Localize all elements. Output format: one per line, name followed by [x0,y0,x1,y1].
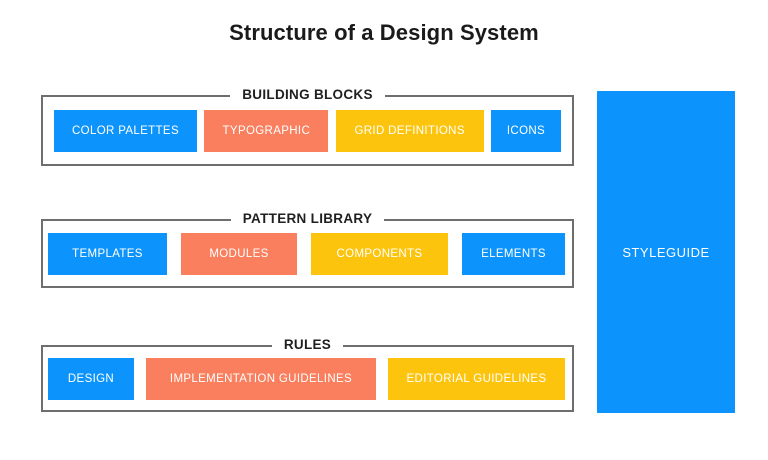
chip-row-pattern-library: TEMPLATES MODULES COMPONENTS ELEMENTS [43,221,572,286]
chip-icons[interactable]: ICONS [490,109,561,152]
page-title: Structure of a Design System [229,20,539,45]
chip-elements[interactable]: ELEMENTS [462,232,565,275]
chip-modules[interactable]: MODULES [181,232,297,275]
chip-typographic[interactable]: TYPOGRAPHIC [204,109,329,152]
chip-editorial-guidelines[interactable]: EDITORIAL GUIDELINES [388,357,565,400]
panel-styleguide[interactable]: STYLEGUIDE [597,91,735,413]
chip-color-palettes[interactable]: COLOR PALETTES [54,109,197,152]
chip-grid-definitions[interactable]: GRID DEFINITIONS [335,109,484,152]
group-pattern-library: PATTERN LIBRARY TEMPLATES MODULES COMPON… [41,211,574,288]
group-rules: RULES DESIGN IMPLEMENTATION GUIDELINES E… [41,337,574,412]
group-building-blocks: BUILDING BLOCKS COLOR PALETTES TYPOGRAPH… [41,87,574,166]
chip-design[interactable]: DESIGN [48,357,134,400]
chip-row-building-blocks: COLOR PALETTES TYPOGRAPHIC GRID DEFINITI… [43,97,572,164]
chip-implementation-guidelines[interactable]: IMPLEMENTATION GUIDELINES [146,357,376,400]
chip-templates[interactable]: TEMPLATES [48,232,167,275]
panel-styleguide-label: STYLEGUIDE [622,244,710,260]
chip-row-rules: DESIGN IMPLEMENTATION GUIDELINES EDITORI… [43,347,572,410]
chip-components[interactable]: COMPONENTS [311,232,448,275]
